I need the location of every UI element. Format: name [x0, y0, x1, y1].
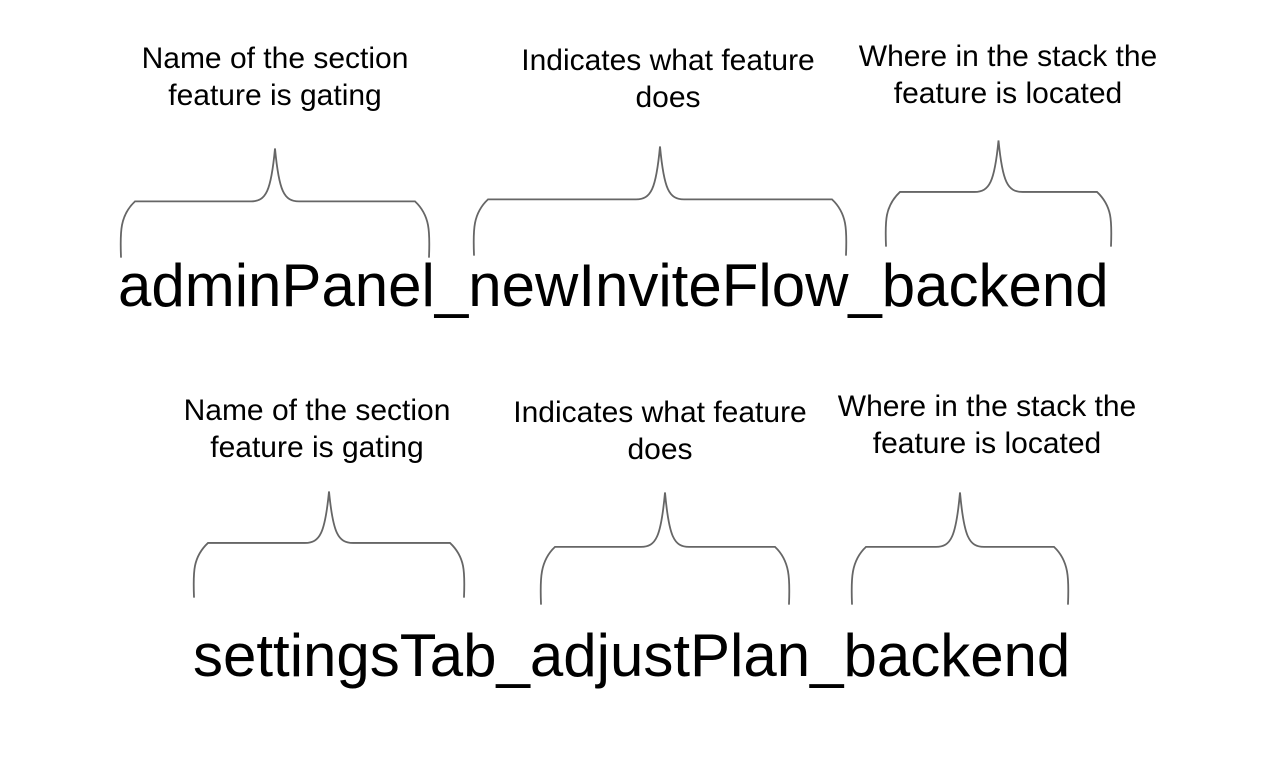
flag-name-text: settingsTab_adjustPlan_backend [193, 622, 1071, 689]
curly-brace-icon [884, 140, 1113, 247]
curly-brace-icon [192, 491, 466, 598]
annotation-label-section: Name of the section feature is gating [141, 42, 409, 112]
flag-name-text: adminPanel_newInviteFlow_backend [118, 252, 1109, 319]
curly-brace-icon [850, 492, 1070, 605]
curly-brace-icon [539, 492, 791, 605]
curly-brace-icon [119, 148, 431, 258]
annotation-label-feature: Indicates what feature does [513, 396, 807, 466]
curly-brace-icon [472, 146, 848, 256]
annotation-label-section: Name of the section feature is gating [183, 394, 451, 464]
annotation-label-stack: Where in the stack the feature is locate… [858, 40, 1158, 110]
annotation-label-feature: Indicates what feature does [521, 44, 815, 114]
annotation-label-stack: Where in the stack the feature is locate… [837, 390, 1137, 460]
